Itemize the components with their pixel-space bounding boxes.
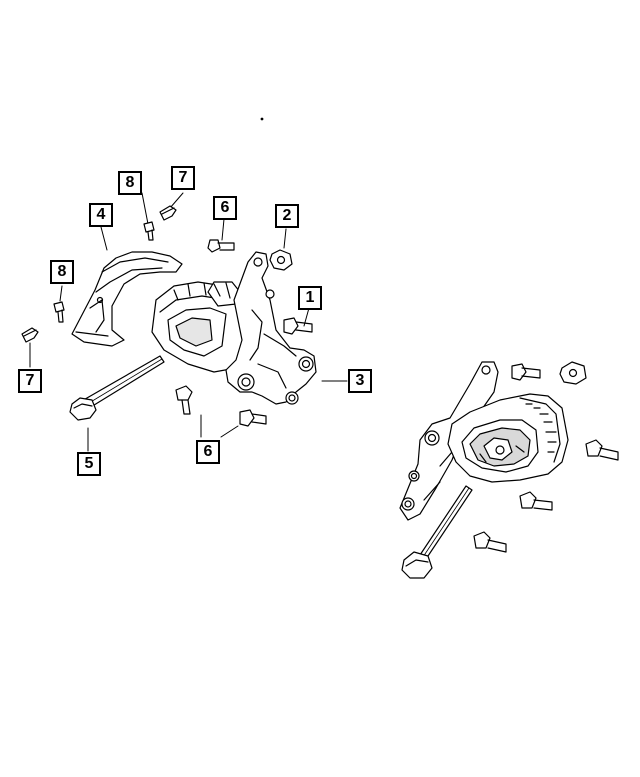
bolts-item-6-left <box>176 240 266 426</box>
callout-6-top: 6 <box>213 196 237 220</box>
bolt-alt-right <box>586 440 618 460</box>
engine-mount-assembly <box>152 252 316 404</box>
screw-item-8-left <box>54 302 64 322</box>
bolts-alt-view <box>474 362 618 552</box>
engine-mount-assembly-alt-view <box>400 362 568 520</box>
bolt-6-lower-right <box>240 410 266 426</box>
screw-item-8-top <box>144 222 154 240</box>
callout-8-top: 8 <box>118 171 142 195</box>
callout-3: 3 <box>348 369 372 393</box>
callout-4: 4 <box>89 203 113 227</box>
callout-1: 1 <box>298 286 322 310</box>
nut-alt <box>560 362 586 384</box>
clip-item-7-left <box>22 328 38 342</box>
through-bolt <box>70 356 164 420</box>
bolt-alt-middle <box>520 492 552 510</box>
nut-item-2 <box>270 250 292 270</box>
leader-lines <box>30 193 347 451</box>
bolt-6-lower-left <box>176 386 192 414</box>
bolt-alt-top <box>512 364 540 380</box>
bolt-6-top <box>208 240 234 252</box>
clip-item-7-top <box>160 206 176 220</box>
speck <box>261 118 263 120</box>
callout-2: 2 <box>275 204 299 228</box>
bolt-item-1 <box>284 318 312 334</box>
callout-8-left: 8 <box>50 260 74 284</box>
heat-shield-bracket <box>72 252 182 346</box>
callout-6-bottom: 6 <box>196 440 220 464</box>
callout-7-top: 7 <box>171 166 195 190</box>
bolt-alt-bottom <box>474 532 506 552</box>
callout-7-left: 7 <box>18 369 42 393</box>
callout-5: 5 <box>77 452 101 476</box>
through-bolt-alt-view <box>402 486 472 578</box>
